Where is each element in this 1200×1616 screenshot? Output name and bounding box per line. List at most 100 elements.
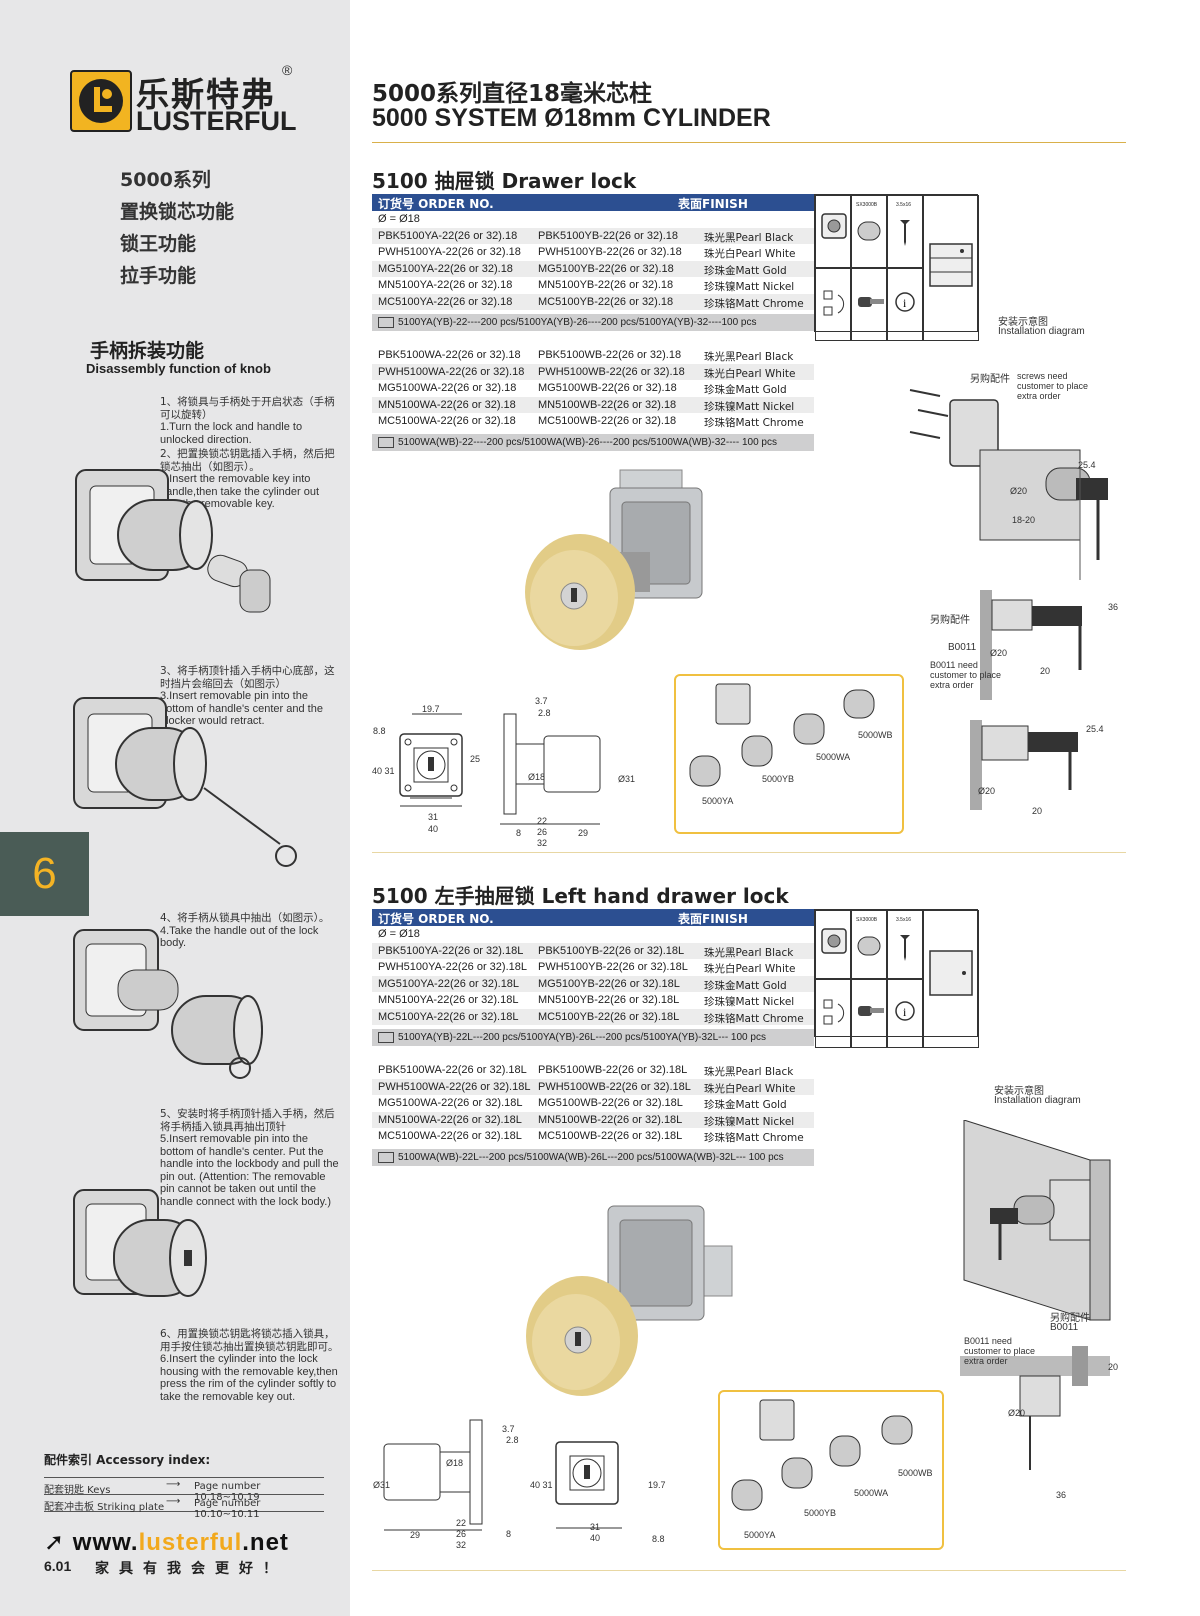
order-no-cell: PBK5100WA-22(26 or 32).18 bbox=[378, 349, 521, 361]
step-4: 4、将手柄从锁具中抽出（如图示）。 4.Take the handle out … bbox=[160, 912, 330, 949]
order-no-cell: PBK5100YB-22(26 or 32).18L bbox=[538, 944, 685, 957]
table-row: MG5100WA-22(26 or 32).18 MG5100WB-22(26 o… bbox=[372, 380, 814, 397]
brand-name-en: LUSTERFUL bbox=[136, 106, 297, 136]
arrow-right-icon: ⟶ bbox=[166, 1479, 181, 1490]
order-no-cell: MN5100WA-22(26 or 32).18L bbox=[378, 1113, 522, 1126]
dim-label: 29 bbox=[410, 1530, 421, 1540]
step-5-illustration bbox=[73, 1189, 207, 1297]
feature-item: 5000系列 bbox=[120, 169, 211, 191]
lock-front-icon bbox=[815, 910, 851, 979]
cylinder-label: 5000WB bbox=[898, 1468, 933, 1478]
table-header: 订货号 ORDER NO. 表面FINISH bbox=[372, 909, 814, 926]
finish-cell: 珠光黑Pearl Black bbox=[704, 1066, 794, 1078]
order-no-cell: MN5100YB-22(26 or 32).18L bbox=[538, 994, 680, 1006]
cylinder-icon: SX3000B bbox=[851, 195, 887, 268]
table-row: MC5100YA-22(26 or 32).18 MC5100YB-22(26 o… bbox=[372, 293, 814, 310]
order-no-cell: MC5100WA-22(26 or 32).18L bbox=[378, 1130, 522, 1142]
feature-list: 5000系列 置换锁芯功能 锁王功能 拉手功能 bbox=[120, 165, 234, 293]
finish-cell: 珍珠铬Matt Chrome bbox=[704, 417, 804, 429]
dim-label: Ø18 bbox=[446, 1458, 464, 1468]
left-sidebar: 乐斯特弗 LUSTERFUL ® 5000系列 置换锁芯功能 锁王功能 拉手功能… bbox=[0, 0, 350, 1616]
website-link[interactable]: ➚ www.lusterful.net bbox=[44, 1529, 289, 1556]
order-no-cell: PBK5100WA-22(26 or 32).18L bbox=[378, 1064, 527, 1076]
order-no-cell: MN5100WB-22(26 or 32).18 bbox=[538, 398, 677, 411]
dim-label: 32 bbox=[537, 838, 548, 848]
svg-text:i: i bbox=[903, 296, 907, 310]
disassembly-title-cn: 手柄拆装功能 bbox=[90, 340, 205, 362]
order-no-cell: MG5100WA-22(26 or 32).18 bbox=[378, 382, 517, 394]
cylinder-icon: SX3000B bbox=[851, 910, 887, 979]
finish-cell: 珍珠金Matt Gold bbox=[704, 384, 787, 396]
dim-label: 3.7 bbox=[502, 1424, 515, 1434]
dim-label: 31 bbox=[590, 1522, 601, 1532]
finish-cell: 珍珠铬Matt Chrome bbox=[704, 1012, 804, 1025]
order-no-cell: MC5100YA-22(26 or 32).18 bbox=[378, 295, 513, 308]
carton-icon bbox=[378, 436, 394, 448]
dim-label: 2.8 bbox=[506, 1435, 519, 1445]
order-no-cell: MC5100WB-22(26 or 32).18 bbox=[538, 415, 677, 427]
installation-title-cn: 安装示意图 bbox=[994, 1086, 1044, 1097]
cylinder-label: 5000WB bbox=[858, 730, 893, 740]
dim-label: 26 bbox=[456, 1529, 467, 1539]
order-no-cell: MN5100YA-22(26 or 32).18L bbox=[378, 994, 519, 1006]
table-row: MN5100WA-22(26 or 32).18L MN5100WB-22(26 … bbox=[372, 1111, 814, 1128]
step-5: 5、安装时将手柄顶针插入手柄，然后将手柄插入锁具再抽出顶针 5.Insert r… bbox=[160, 1108, 339, 1208]
dim-label: Ø31 bbox=[618, 774, 636, 784]
order-no-cell: MG5100YA-22(26 or 32).18 bbox=[378, 262, 513, 275]
cylinder-options-illustration bbox=[689, 683, 875, 787]
lock-front-icon bbox=[815, 195, 851, 268]
order-no-cell: PWH5100YA-22(26 or 32).18L bbox=[378, 961, 527, 973]
order-no-cell: MN5100WA-22(26 or 32).18 bbox=[378, 398, 516, 411]
dim-label: Ø20 bbox=[978, 786, 996, 796]
key-icon bbox=[851, 268, 887, 341]
finish-cell: 珠光黑Pearl Black bbox=[704, 351, 794, 363]
product-image-left-hand-drawer-lock bbox=[526, 1205, 733, 1396]
packing-row: 5100YA(YB)-22L---200 pcs/5100YA(YB)-26L-… bbox=[372, 1029, 814, 1046]
drawer-cabinet-icon bbox=[923, 195, 979, 341]
logo-mark-icon bbox=[70, 70, 132, 132]
page-title-en: 5000 SYSTEM Ø18mm CYLINDER bbox=[372, 104, 771, 132]
cylinder-label: 5000YA bbox=[702, 796, 734, 806]
dim-label: Ø20 bbox=[1008, 1408, 1026, 1418]
order-no-cell: MN5100YA-22(26 or 32).18 bbox=[378, 279, 513, 291]
order-no-cell: MN5100WB-22(26 or 32).18L bbox=[538, 1113, 683, 1126]
dim-label: 25.4 bbox=[1078, 460, 1096, 470]
dim-label: Ø20 bbox=[1010, 486, 1028, 496]
step-6: 6、用置换锁芯钥匙将锁芯插入锁具，用手按住锁芯抽出置换锁芯钥匙即可。 6.Ins… bbox=[160, 1328, 339, 1403]
b0011-label: B0011 bbox=[1050, 1322, 1079, 1333]
feature-icon-grid: SX3000B 3.5x16 i bbox=[814, 909, 979, 1048]
dim-label: 8.8 bbox=[373, 726, 386, 736]
order-no-cell: MG5100WB-22(26 or 32).18 bbox=[538, 382, 677, 394]
dim-label: 8 bbox=[506, 1529, 512, 1539]
disassembly-title-en: Disassembly function of knob bbox=[86, 361, 271, 376]
dim-label: 40 31 bbox=[530, 1480, 553, 1490]
cylinder-options-box: 5000WB 5000WA 5000YB 5000YA bbox=[718, 1390, 944, 1550]
registered-mark: ® bbox=[282, 62, 293, 78]
order-no-cell: MC5100YB-22(26 or 32).18L bbox=[538, 1010, 680, 1023]
brand-logo: 乐斯特弗 LUSTERFUL ® bbox=[70, 62, 300, 138]
carton-icon bbox=[378, 317, 394, 328]
dim-label: 8.8 bbox=[652, 1534, 665, 1544]
dim-label: 40 bbox=[428, 824, 439, 834]
installation-title-en: Installation diagram bbox=[994, 1095, 1081, 1106]
installation-diagram-1 bbox=[909, 389, 1108, 810]
finish-cell: 珍珠镍Matt Nickel bbox=[704, 996, 795, 1008]
diameter-row: Ø = Ø18 bbox=[378, 928, 420, 940]
order-no-cell: PBK5100YA-22(26 or 32).18 bbox=[378, 229, 518, 242]
arrow-right-icon: ⟶ bbox=[166, 1496, 181, 1507]
table-header: 订货号 ORDER NO. 表面FINISH bbox=[372, 194, 814, 211]
dim-label: 2.8 bbox=[538, 708, 551, 718]
accessory-row-striking-plate[interactable]: 配套冲击板 Striking plate ⟶ Page number 10.10… bbox=[44, 1494, 324, 1520]
finish-cell: 珍珠金Matt Gold bbox=[704, 1099, 787, 1111]
chapter-tab[interactable]: 6 bbox=[0, 832, 89, 916]
order-no-cell: MG5100YB-22(26 or 32).18L bbox=[538, 977, 680, 990]
cylinder-label: 5000WA bbox=[854, 1488, 889, 1498]
accessory-row-keys[interactable]: 配套钥匙 Keys ⟶ Page number 10.18~10.19 bbox=[44, 1477, 324, 1503]
extra-accessory-label: 另购配件 bbox=[970, 374, 1010, 385]
order-no-cell: MC5100YB-22(26 or 32).18 bbox=[538, 295, 674, 308]
